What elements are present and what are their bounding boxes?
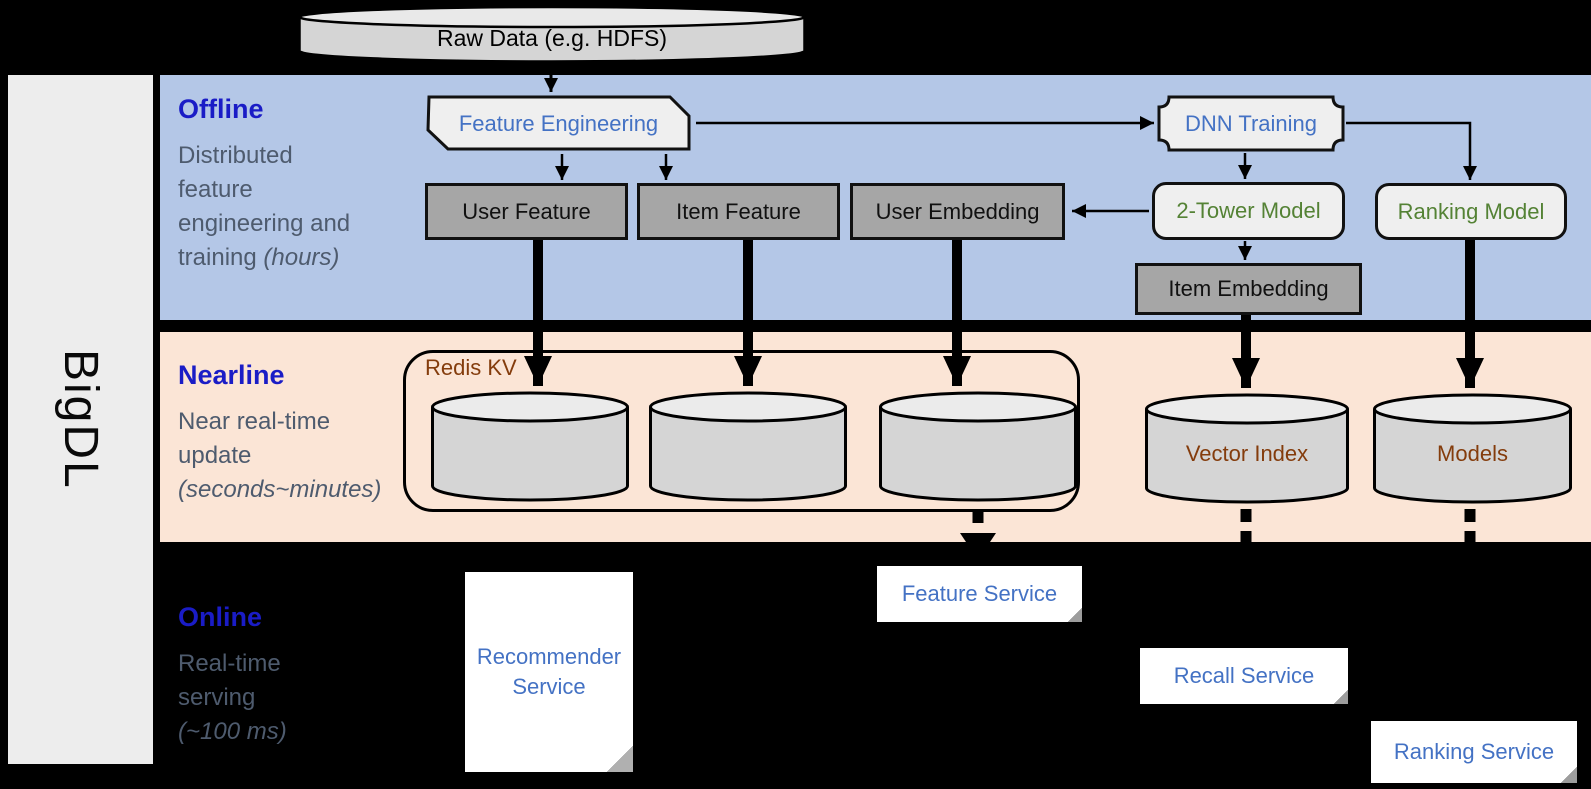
cylinder-graphic bbox=[1145, 393, 1349, 504]
recall-service-label: Recall Service bbox=[1173, 663, 1315, 688]
offline-description: Distributed feature engineering and trai… bbox=[178, 142, 351, 271]
folded-corner-icon bbox=[1334, 690, 1348, 704]
recommender-service-box: Recommender Service bbox=[465, 572, 633, 772]
ranking-model-node: Ranking Model bbox=[1375, 183, 1567, 240]
redis-kv-container bbox=[403, 350, 1080, 512]
models-node: Models bbox=[1372, 392, 1573, 505]
raw-data-label: Raw Data (e.g. HDFS) bbox=[436, 25, 668, 51]
ranking-service-label: Ranking Service bbox=[1393, 739, 1555, 764]
redis-cylinder-3 bbox=[878, 390, 1078, 503]
item-embedding-label: Item Embedding bbox=[1168, 276, 1329, 301]
vector-index-label: Vector Index bbox=[1185, 440, 1309, 466]
two-tower-model-label: 2-Tower Model bbox=[1176, 198, 1321, 223]
feature-service-label: Feature Service bbox=[901, 581, 1058, 606]
feature-service-node: Feature Service bbox=[877, 566, 1082, 622]
plaque-box-graphic bbox=[1157, 95, 1345, 152]
feature-engineering-label: Feature Engineering bbox=[458, 110, 659, 136]
online-zone-label: Online Real-time serving (~100 ms) bbox=[178, 602, 423, 749]
raw-data-node: Raw Data (e.g. HDFS) bbox=[297, 5, 807, 64]
user-feature-label: User Feature bbox=[462, 198, 591, 224]
cylinder-graphic bbox=[1373, 393, 1572, 504]
recall-service-node: Recall Service bbox=[1140, 648, 1348, 704]
bigdl-sidebar: BigDL bbox=[8, 75, 153, 764]
ranking-service-box: Ranking Service bbox=[1371, 721, 1577, 783]
user-feature-node: User Feature bbox=[425, 183, 628, 240]
offline-title: Offline bbox=[178, 94, 264, 124]
cylinder-graphic bbox=[879, 391, 1077, 502]
nearline-description: Near real-time update (seconds~minutes) bbox=[178, 408, 382, 503]
folded-corner-icon bbox=[1068, 608, 1082, 622]
recommender-service-label: Recommender Service bbox=[476, 644, 622, 699]
item-feature-label: Item Feature bbox=[676, 198, 801, 224]
snipped-box-graphic bbox=[426, 95, 691, 151]
nearline-band bbox=[160, 332, 1591, 542]
redis-kv-label: Redis KV bbox=[425, 355, 517, 380]
online-title: Online bbox=[178, 602, 263, 632]
nearline-title: Nearline bbox=[178, 360, 285, 390]
redis-cylinder-2 bbox=[648, 390, 848, 503]
cylinder-graphic bbox=[431, 391, 629, 502]
dnn-training-label: DNN Training bbox=[1184, 110, 1318, 136]
feature-service-box: Feature Service bbox=[877, 566, 1082, 622]
nearline-zone-label: Nearline Near real-time update (seconds~… bbox=[178, 360, 423, 507]
cylinder-graphic bbox=[298, 5, 806, 63]
online-description: Real-time serving (~100 ms) bbox=[178, 650, 287, 745]
cylinder-graphic bbox=[649, 391, 847, 502]
offline-zone-label: Offline Distributed feature engineering … bbox=[178, 94, 423, 275]
redis-cylinder-1 bbox=[430, 390, 630, 503]
folded-corner-icon bbox=[607, 746, 633, 772]
two-tower-model-node: 2-Tower Model bbox=[1152, 182, 1345, 240]
folded-corner-icon bbox=[1561, 767, 1577, 783]
item-feature-node: Item Feature bbox=[637, 183, 840, 240]
dnn-training-node: DNN Training bbox=[1157, 95, 1345, 152]
recommender-service-node: Recommender Service bbox=[465, 572, 633, 772]
user-embedding-label: User Embedding bbox=[875, 198, 1040, 224]
vector-index-node: Vector Index bbox=[1144, 392, 1350, 505]
bigdl-label: BigDL bbox=[54, 349, 107, 490]
ranking-model-label: Ranking Model bbox=[1397, 198, 1545, 224]
feature-engineering-node: Feature Engineering bbox=[425, 95, 692, 152]
recall-service-box: Recall Service bbox=[1140, 648, 1348, 704]
ranking-service-node: Ranking Service bbox=[1371, 721, 1577, 783]
user-embedding-node: User Embedding bbox=[850, 183, 1065, 240]
item-embedding-node: Item Embedding bbox=[1135, 263, 1362, 315]
models-label: Models bbox=[1437, 440, 1508, 466]
